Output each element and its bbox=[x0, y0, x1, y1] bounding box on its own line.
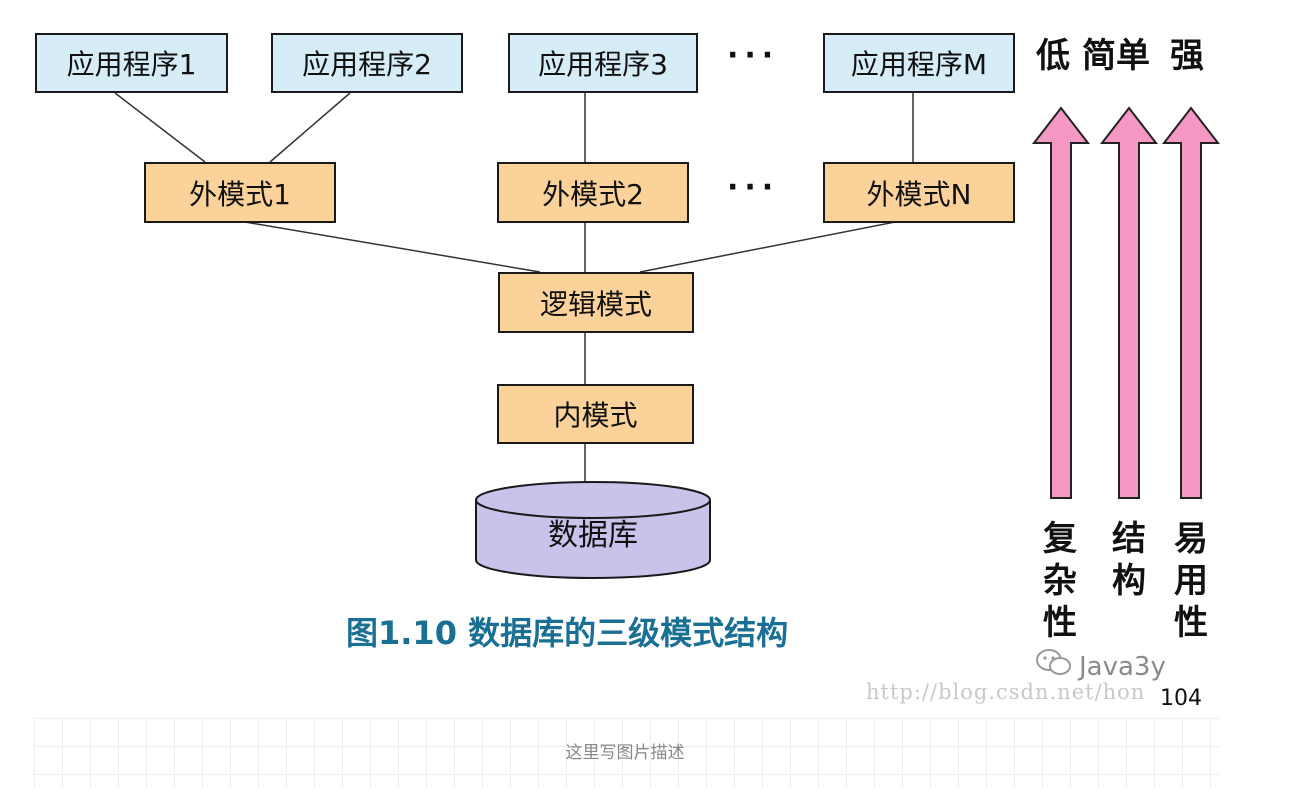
external-schema-1: 外模式1 bbox=[144, 162, 336, 223]
top-label-low: 低 bbox=[1036, 36, 1070, 76]
connector-extN-logical bbox=[639, 221, 896, 273]
page-number: 104 bbox=[1160, 686, 1202, 711]
logical-schema: 逻辑模式 bbox=[498, 272, 694, 333]
connector-app1-ext1 bbox=[114, 92, 206, 163]
wechat-watermark: Java3y bbox=[1035, 648, 1166, 685]
arrow-complexity bbox=[1031, 106, 1091, 499]
app-box-1: 应用程序1 bbox=[35, 33, 228, 93]
database-label: 数据库 bbox=[548, 518, 638, 553]
app-box-3: 应用程序3 bbox=[508, 33, 698, 93]
label-usability: 易用性 bbox=[1174, 519, 1208, 643]
connector-app2-ext1 bbox=[269, 92, 351, 163]
blog-url-watermark: http://blog.csdn.net/hon bbox=[866, 680, 1146, 704]
internal-schema: 内模式 bbox=[497, 384, 694, 444]
image-caption: 这里写图片描述 bbox=[565, 743, 685, 763]
wechat-label: Java3y bbox=[1079, 651, 1166, 682]
figure-caption: 图1.10 数据库的三级模式结构 bbox=[346, 614, 789, 652]
database-cylinder bbox=[475, 481, 711, 579]
top-label-strong: 强 bbox=[1170, 36, 1204, 76]
label-complexity: 复杂性 bbox=[1043, 519, 1077, 643]
top-label-simple: 简单 bbox=[1082, 36, 1150, 76]
external-schema-N: 外模式N bbox=[823, 162, 1015, 223]
wechat-icon bbox=[1035, 648, 1073, 685]
external-ellipsis: ··· bbox=[727, 170, 780, 205]
arrow-structure bbox=[1099, 106, 1159, 499]
app-box-M: 应用程序M bbox=[823, 33, 1015, 93]
image-caption-area bbox=[34, 718, 1220, 788]
external-schema-2: 外模式2 bbox=[497, 162, 689, 223]
connector-ext1-logical bbox=[244, 221, 541, 273]
app-box-2: 应用程序2 bbox=[271, 33, 463, 93]
label-structure: 结构 bbox=[1112, 519, 1146, 601]
app-ellipsis: ··· bbox=[727, 38, 780, 73]
arrow-usability bbox=[1161, 106, 1221, 499]
